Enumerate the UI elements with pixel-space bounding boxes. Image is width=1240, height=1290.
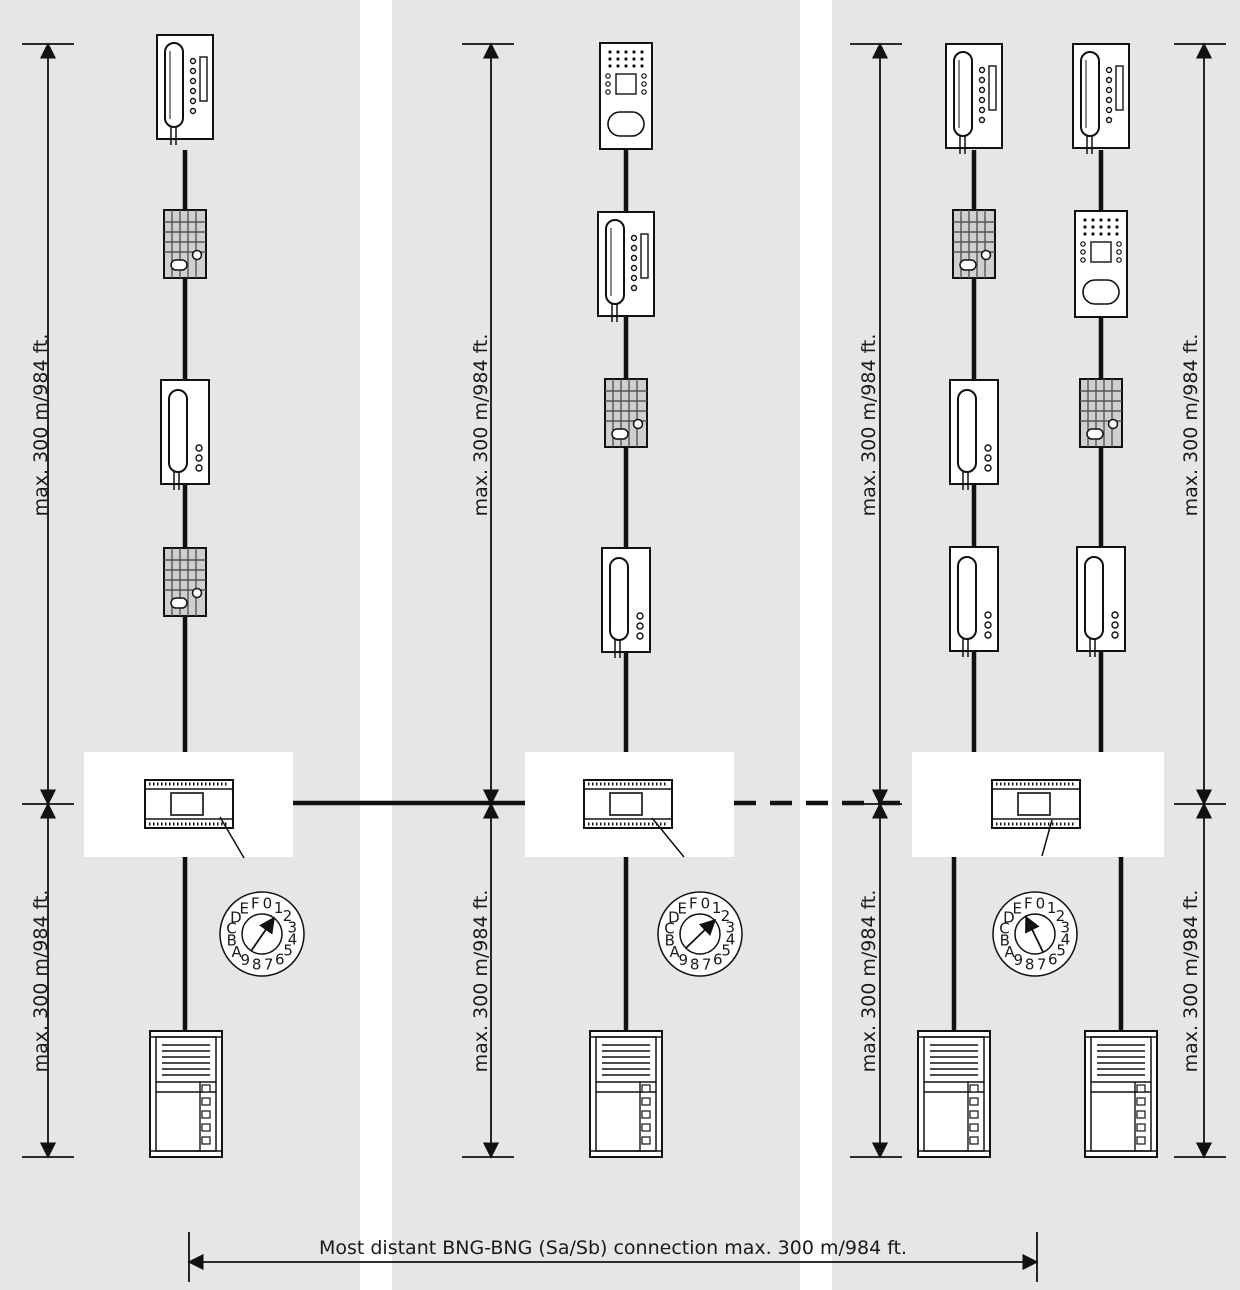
dial-char: 7 <box>264 955 274 973</box>
compact-handset <box>949 546 999 658</box>
bus-supply-unit <box>143 778 235 830</box>
flush-module <box>604 378 648 448</box>
dial-char: A <box>1004 943 1015 961</box>
dial-char: 8 <box>1025 956 1035 974</box>
flush-module <box>952 209 996 279</box>
dial-char: F <box>689 895 698 913</box>
compact-handset <box>601 547 651 659</box>
hands-free-unit <box>1074 210 1128 318</box>
dial-char: 5 <box>721 942 731 960</box>
dimension-label: max. 300 m/984 ft. <box>858 334 880 517</box>
dial-char: 2 <box>283 907 293 925</box>
dial-char: B <box>227 932 237 950</box>
handset-indoor-station <box>597 211 655 323</box>
dial-char: 8 <box>252 956 262 974</box>
bng-distance-caption: Most distant BNG-BNG (Sa/Sb) connection … <box>319 1237 907 1259</box>
handset-indoor-station <box>945 43 1003 155</box>
dimension-label: max. 300 m/984 ft. <box>1180 334 1202 517</box>
compact-handset <box>1076 546 1126 658</box>
dial-char: 2 <box>721 907 731 925</box>
compact-handset <box>160 379 210 491</box>
dial-char: 6 <box>1048 950 1058 968</box>
dial-char: C <box>999 920 1009 938</box>
dial-char: 6 <box>275 950 285 968</box>
hands-free-unit <box>599 42 653 150</box>
dial-char: 3 <box>1061 918 1071 936</box>
dial-char: E <box>1012 900 1021 918</box>
dial-char: D <box>1003 908 1015 926</box>
dial-char: 5 <box>283 942 293 960</box>
dial-char: B <box>665 932 675 950</box>
dial-char: 1 <box>274 899 284 917</box>
dial-char: 6 <box>713 950 723 968</box>
dial-char: E <box>239 900 248 918</box>
dimension-label: max. 300 m/984 ft. <box>470 890 492 1073</box>
dimension-label: max. 300 m/984 ft. <box>858 890 880 1073</box>
dial-char: 7 <box>1037 955 1047 973</box>
dial-char: A <box>669 943 680 961</box>
dial-char: 9 <box>1014 951 1024 969</box>
dial-char: 9 <box>241 951 251 969</box>
door-station <box>1084 1030 1158 1158</box>
dial-char: F <box>251 895 260 913</box>
dial-char: 0 <box>263 895 273 913</box>
dial-char: 3 <box>288 918 298 936</box>
door-station <box>149 1030 223 1158</box>
dial-char: 8 <box>690 956 700 974</box>
dimension-label: max. 300 m/984 ft. <box>470 334 492 517</box>
dimension-label: max. 300 m/984 ft. <box>30 334 52 517</box>
flush-module <box>163 209 207 279</box>
dial-char: C <box>226 920 236 938</box>
dimension-label: max. 300 m/984 ft. <box>30 890 52 1073</box>
dial-char: 4 <box>288 930 298 948</box>
handset-indoor-station <box>156 34 214 146</box>
dial-char: 2 <box>1056 907 1066 925</box>
dial-char: 0 <box>701 895 711 913</box>
dial-char: 4 <box>726 930 736 948</box>
dial-char: 7 <box>702 955 712 973</box>
dial-char: B <box>1000 932 1010 950</box>
panel-right <box>832 0 1240 1290</box>
dial-char: F <box>1024 895 1033 913</box>
door-station <box>589 1030 663 1158</box>
dial-char: 1 <box>712 899 722 917</box>
dial-char: 0 <box>1036 895 1046 913</box>
flush-module <box>163 547 207 617</box>
dial-char: D <box>668 908 680 926</box>
dial-char: A <box>231 943 242 961</box>
bus-supply-unit <box>990 778 1082 830</box>
dial-char: D <box>230 908 242 926</box>
compact-handset <box>949 379 999 491</box>
bus-supply-unit <box>582 778 674 830</box>
handset-indoor-station <box>1072 43 1130 155</box>
dimension-lines <box>22 42 1226 1282</box>
dial-char: 1 <box>1047 899 1057 917</box>
door-station <box>917 1030 991 1158</box>
dial-char: 3 <box>726 918 736 936</box>
dial-char: 9 <box>679 951 689 969</box>
flush-module <box>1079 378 1123 448</box>
dial-char: 4 <box>1061 930 1071 948</box>
dial-char: E <box>677 900 686 918</box>
dial-char: 5 <box>1056 942 1066 960</box>
dial-char: C <box>664 920 674 938</box>
dimension-label: max. 300 m/984 ft. <box>1180 890 1202 1073</box>
